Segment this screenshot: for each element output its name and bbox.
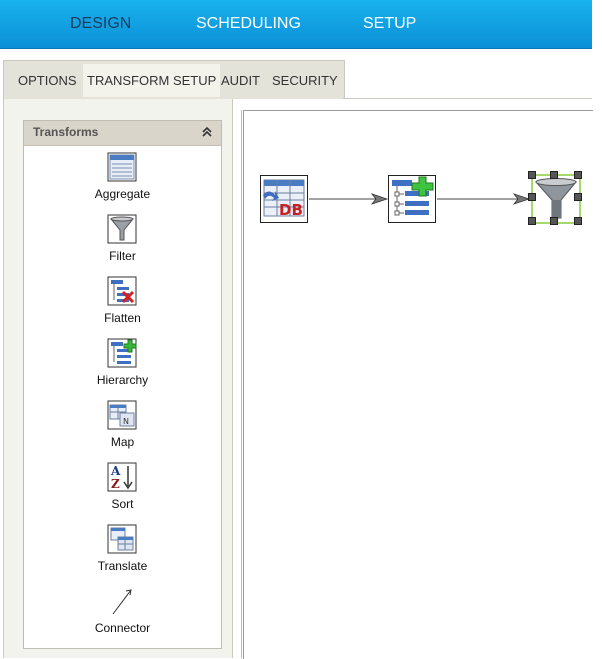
palette-item-label: Filter [109,249,136,263]
flatten-icon [107,276,137,306]
palette-item-label: Map [110,435,135,449]
selection-handle[interactable] [528,171,536,179]
arrowhead-icon [512,193,531,205]
svg-text:A: A [110,464,121,478]
hierarchy-node[interactable] [388,175,436,223]
design-canvas[interactable]: DB [243,110,593,659]
tab-security[interactable]: SECURITY [272,73,338,88]
filter-icon [531,174,581,224]
palette-item-map[interactable]: N Map [24,400,221,460]
selection-handle[interactable] [574,193,582,201]
aggregate-icon [107,152,137,182]
palette-item-label: Sort [111,497,134,511]
db-table-icon: DB [260,175,308,223]
connector-icon [107,586,137,616]
palette-title: Transforms [33,125,99,139]
selection-handle[interactable] [574,171,582,179]
filter-icon [107,214,137,244]
svg-text:N: N [123,417,129,426]
hierarchy-icon [388,175,436,223]
selection-handle[interactable] [574,217,582,225]
filter-node[interactable] [528,171,582,225]
map-icon: N [107,400,137,430]
top-nav-bar: DESIGN SCHEDULING SETUP [0,0,592,49]
tab-transform-setup[interactable]: TRANSFORM SETUP [83,64,221,97]
tab-options[interactable]: OPTIONS [18,73,77,88]
palette-item-translate[interactable]: Translate [24,524,221,584]
transforms-palette: Transforms Aggregate [23,120,222,649]
selection-handle[interactable] [550,217,558,225]
nav-setup[interactable]: SETUP [363,15,417,32]
connectors-layer [309,193,531,205]
nav-design[interactable]: DESIGN [70,15,132,32]
palette-item-flatten[interactable]: Flatten [24,276,221,336]
tab-audit[interactable]: AUDIT [221,73,260,88]
sort-icon: A Z [107,462,137,492]
db-source-node[interactable]: DB [260,175,308,223]
palette-item-hierarchy[interactable]: Hierarchy [24,338,221,398]
palette-item-aggregate[interactable]: Aggregate [24,152,221,212]
svg-text:DB: DB [279,201,303,219]
selection-handle[interactable] [528,193,536,201]
arrowhead-icon [370,193,389,205]
selection-handle[interactable] [528,217,536,225]
palette-item-label: Aggregate [94,187,151,201]
palette-item-label: Hierarchy [96,373,149,387]
palette-item-filter[interactable]: Filter [24,214,221,274]
hierarchy-icon [107,338,137,368]
palette-item-label: Flatten [104,311,141,325]
svg-text:Z: Z [111,477,120,491]
panel-divider [241,110,242,658]
translate-icon [107,524,137,554]
palette-item-label: Translate [97,559,148,573]
collapse-icon[interactable] [201,124,213,140]
tab-divider-line [343,98,592,99]
palette-item-connector[interactable]: Connector [24,586,221,646]
nav-scheduling[interactable]: SCHEDULING [196,15,301,32]
palette-item-label: Connector [94,621,151,635]
palette-item-sort[interactable]: A Z Sort [24,462,221,522]
selection-handle[interactable] [550,171,558,179]
palette-header: Transforms [24,121,221,146]
